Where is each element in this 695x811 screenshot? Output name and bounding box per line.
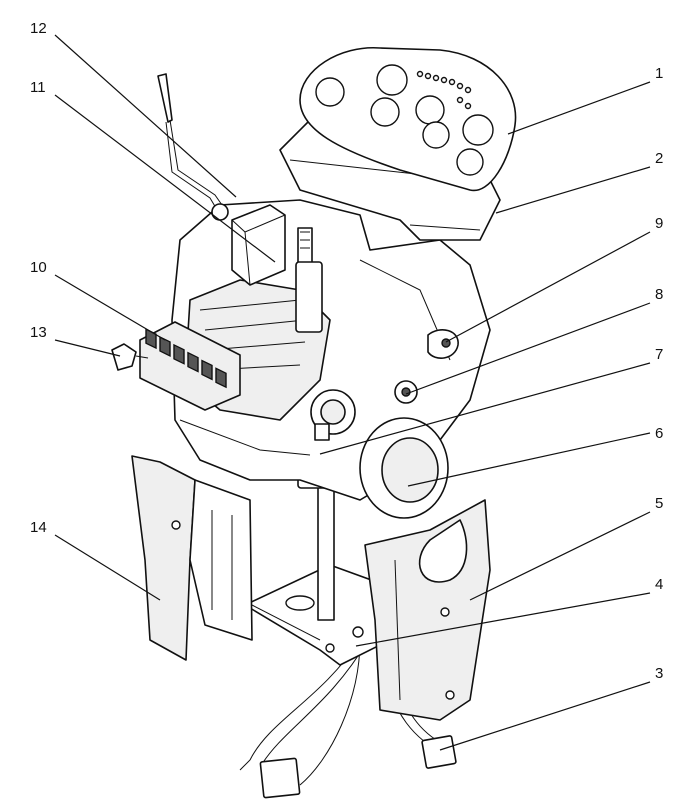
callout-11: 11 (30, 79, 46, 96)
leader-1 (507, 81, 651, 135)
callout-9: 9 (655, 215, 663, 232)
switch-panel (139, 321, 241, 411)
leader-9 (445, 231, 651, 343)
leader-11 (54, 94, 276, 263)
round-gauge (359, 417, 449, 519)
leader-4 (355, 592, 651, 647)
leader-14 (54, 534, 161, 601)
leader-lines (54, 34, 651, 751)
callout-1: 1 (655, 65, 663, 82)
right-lower-shroud (364, 499, 491, 721)
mount-block (231, 204, 286, 286)
wiring-harness (239, 639, 457, 799)
instrument-cluster-panel (299, 47, 517, 192)
callout-14: 14 (30, 519, 47, 536)
leader-6 (407, 432, 651, 487)
callout-8: 8 (655, 286, 663, 303)
leader-2 (495, 166, 651, 214)
control-knob-upper (427, 329, 459, 359)
leader-13 (54, 339, 121, 357)
callout-4: 4 (655, 576, 663, 593)
callout-10: 10 (30, 259, 47, 276)
callout-12: 12 (30, 20, 47, 37)
indicator-lights (416, 70, 472, 110)
callout-labels: 1 2 3 4 5 6 7 8 9 10 11 12 13 14 (30, 20, 663, 682)
shift-lever (157, 73, 229, 221)
steering-shaft (295, 227, 323, 333)
leader-12 (54, 34, 237, 198)
callout-5: 5 (655, 495, 663, 512)
connector-plug (111, 343, 149, 371)
callout-13: 13 (30, 324, 47, 341)
callout-3: 3 (655, 665, 663, 682)
ignition-switch (310, 389, 356, 441)
leader-10 (54, 274, 166, 341)
left-lower-shroud (131, 455, 253, 661)
rocker-switches (145, 328, 227, 389)
control-knob-lower (394, 380, 418, 404)
leader-8 (405, 302, 651, 395)
callout-6: 6 (655, 425, 663, 442)
leader-7 (319, 362, 651, 455)
leader-5 (469, 511, 651, 601)
leader-3 (439, 681, 651, 751)
callout-7: 7 (655, 346, 663, 363)
callout-2: 2 (655, 150, 663, 167)
